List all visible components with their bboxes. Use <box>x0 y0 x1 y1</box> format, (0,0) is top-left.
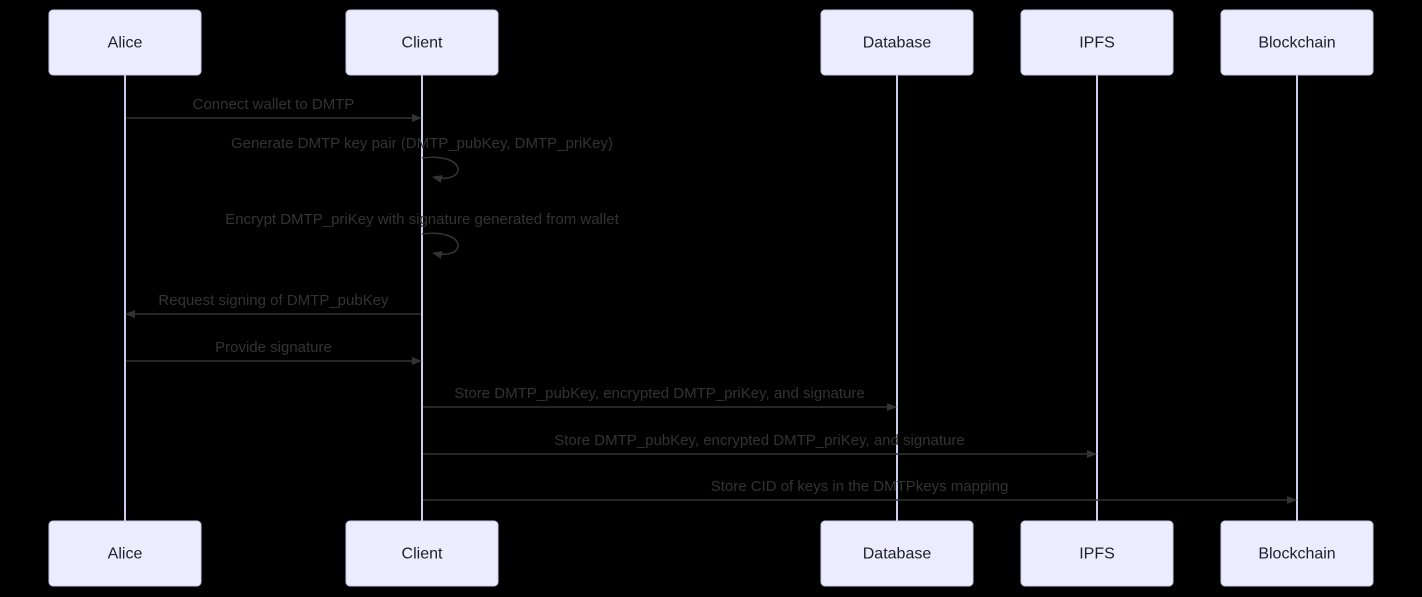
participant-box <box>1220 9 1374 76</box>
message-label: Store DMTP_pubKey, encrypted DMTP_priKey… <box>454 385 864 402</box>
participant-client-bottom[interactable]: Client <box>345 520 499 587</box>
message-2[interactable]: Generate DMTP key pair (DMTP_pubKey, DMT… <box>231 135 613 183</box>
actor-boxes-bottom: Alice Client Database IPFS Blockchain <box>48 520 1374 587</box>
self-message-arrow <box>421 156 459 183</box>
message-label: Request signing of DMTP_pubKey <box>158 292 389 309</box>
message-8[interactable]: Store CID of keys in the DMTPkeys mappin… <box>423 478 1297 504</box>
participant-blockchain-bottom[interactable]: Blockchain <box>1220 520 1374 587</box>
participant-box <box>345 9 499 76</box>
participant-label: IPFS <box>1079 35 1115 52</box>
message-5[interactable]: Provide signature <box>126 339 422 365</box>
message-label: Connect wallet to DMTP <box>193 96 355 113</box>
participant-box <box>820 9 974 76</box>
participant-box <box>1020 520 1174 587</box>
actor-boxes-top: Alice Client Database IPFS Blockchain <box>48 9 1374 76</box>
self-message-arrow <box>421 232 459 259</box>
participant-label: Blockchain <box>1258 35 1335 52</box>
participant-alice-bottom[interactable]: Alice <box>48 520 202 587</box>
participant-label: Alice <box>108 546 143 563</box>
participant-blockchain-top[interactable]: Blockchain <box>1220 9 1374 76</box>
message-4[interactable]: Request signing of DMTP_pubKey <box>125 292 421 318</box>
participant-client-top[interactable]: Client <box>345 9 499 76</box>
message-1[interactable]: Connect wallet to DMTP <box>126 96 422 122</box>
message-3[interactable]: Encrypt DMTP_priKey with signature gener… <box>225 211 620 259</box>
participant-database-bottom[interactable]: Database <box>820 520 974 587</box>
participant-alice-top[interactable]: Alice <box>48 9 202 76</box>
message-label: Generate DMTP key pair (DMTP_pubKey, DMT… <box>231 135 613 152</box>
participant-ipfs-top[interactable]: IPFS <box>1020 9 1174 76</box>
message-label: Store DMTP_pubKey, encrypted DMTP_priKey… <box>554 432 964 449</box>
participant-label: Database <box>863 35 932 52</box>
participant-label: Client <box>402 546 443 563</box>
participant-box <box>1220 520 1374 587</box>
message-label: Provide signature <box>215 339 332 356</box>
lifelines-group <box>124 75 1298 521</box>
participant-box <box>48 520 202 587</box>
participant-database-top[interactable]: Database <box>820 9 974 76</box>
participant-label: Client <box>402 35 443 52</box>
participant-box <box>1020 9 1174 76</box>
message-6[interactable]: Store DMTP_pubKey, encrypted DMTP_priKey… <box>423 385 897 411</box>
participant-box <box>820 520 974 587</box>
message-label: Store CID of keys in the DMTPkeys mappin… <box>711 478 1009 495</box>
participant-label: Alice <box>108 35 143 52</box>
message-7[interactable]: Store DMTP_pubKey, encrypted DMTP_priKey… <box>423 432 1097 458</box>
participant-box <box>345 520 499 587</box>
messages-group: Connect wallet to DMTP Generate DMTP key … <box>125 96 1297 504</box>
participant-label: Blockchain <box>1258 546 1335 563</box>
participant-box <box>48 9 202 76</box>
participant-label: IPFS <box>1079 546 1115 563</box>
participant-ipfs-bottom[interactable]: IPFS <box>1020 520 1174 587</box>
participant-label: Database <box>863 546 932 563</box>
message-label: Encrypt DMTP_priKey with signature gener… <box>225 211 619 228</box>
